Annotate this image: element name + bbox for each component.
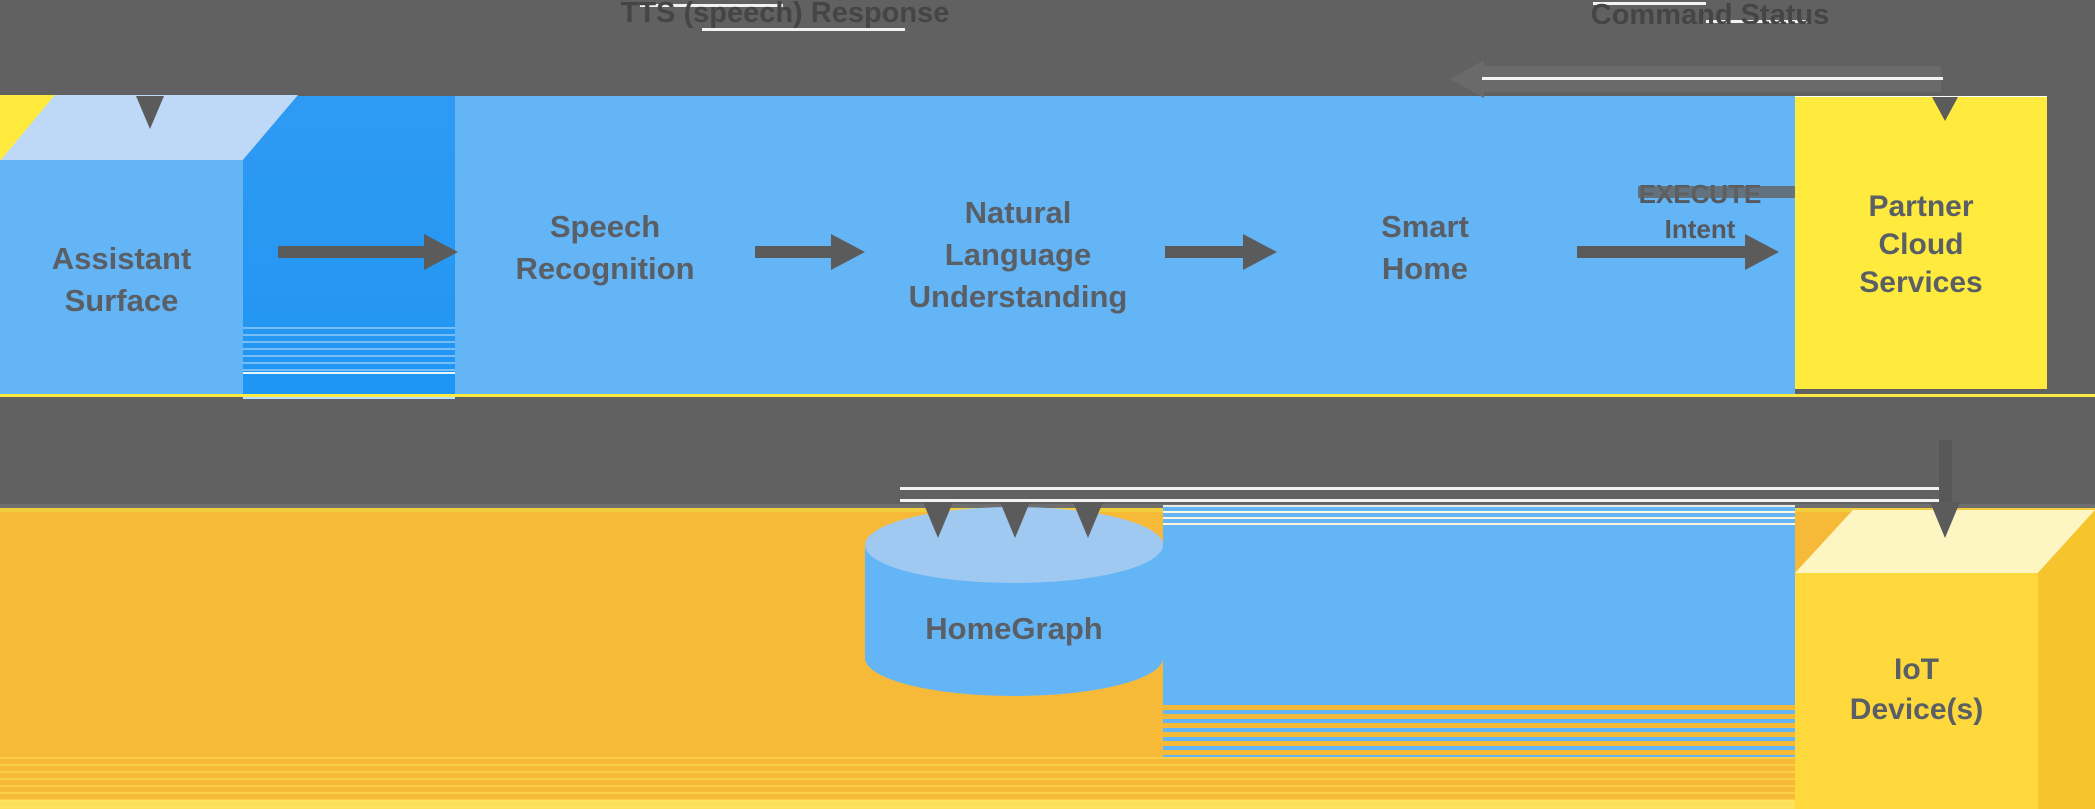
assistant-cube-front-face — [0, 160, 243, 395]
arrow-speech-to-nlu-shaft — [755, 246, 831, 258]
command-white-segment-1 — [1593, 2, 1706, 5]
iot-arrow-shaft — [1939, 440, 1952, 507]
nlu-label: Natural Language Understanding — [908, 195, 1128, 314]
arrow-nlu-to-smarthome-shaft — [1165, 246, 1243, 258]
assistant-surface-label: Assistant Surface — [51, 241, 192, 318]
speech-recognition-label: Speech Recognition — [515, 209, 695, 286]
tts-white-segment-2 — [702, 28, 905, 31]
mid-band-white-line-2 — [900, 499, 1945, 502]
tts-white-segment-1 — [640, 4, 783, 7]
iot-cube-front-face — [1795, 573, 2038, 809]
bottom-stripe-artifact — [0, 752, 2095, 809]
iot-devices-label: IoT Device(s) — [1849, 653, 1984, 726]
bottom-edge-stripe — [0, 800, 2095, 809]
mid-band-white-line-1 — [900, 487, 1945, 490]
homegraph-label: HomeGraph — [925, 611, 1103, 646]
partner-cloud-label: Partner Cloud Services — [1859, 190, 1983, 299]
arrow-smarthome-to-partner-shaft — [1577, 246, 1745, 258]
smart-home-label: Smart Home — [1381, 209, 1469, 286]
partner-box-bottom-gray-gap — [1795, 389, 2047, 396]
partner-cloud-box — [1795, 97, 2047, 389]
gray-separator-line-bottom — [0, 504, 2095, 508]
middle-gray-band — [0, 397, 2095, 510]
tts-response-label: TTS (speech) Response — [620, 0, 950, 29]
blue-smear-solid — [1163, 527, 1795, 703]
yellow-separator-line-top — [0, 394, 2095, 397]
blue-smear-bottom-stripes — [1163, 701, 1795, 757]
assistant-pipeline-box — [453, 96, 1795, 397]
return-arrow-white-line — [1482, 77, 1943, 80]
blue-smear-top-stripes — [1163, 505, 1795, 529]
homegraph-cylinder-bottom — [865, 620, 1163, 696]
right-gray-column — [2047, 0, 2095, 510]
arrow-assistant-to-speech-shaft — [278, 246, 424, 258]
command-white-segment-2 — [1706, 20, 1810, 23]
command-status-label: Command Status — [1590, 0, 1830, 31]
execute-label-strike-bar — [1638, 186, 1795, 198]
